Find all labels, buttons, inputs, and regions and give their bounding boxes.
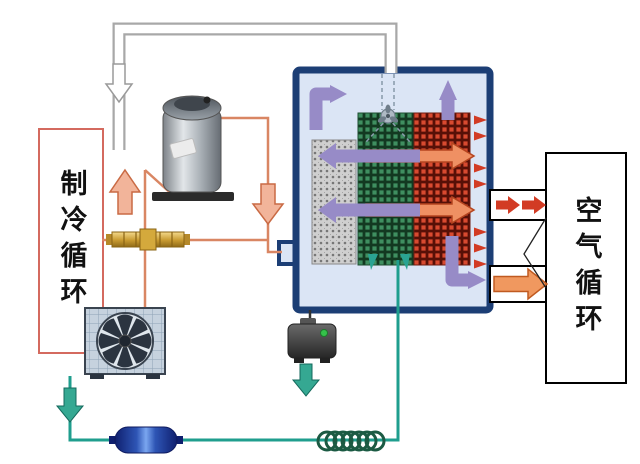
outlet-duct-upper <box>489 189 547 221</box>
outlet-duct-lower <box>489 265 549 303</box>
refrigerant-cold-pipes <box>55 254 410 442</box>
hot-up-arrow <box>108 168 142 215</box>
capillary-coil <box>316 430 386 452</box>
air-handling-unit <box>277 66 494 314</box>
airflow-arrow-topleft <box>309 87 330 130</box>
drain-arrows <box>368 254 410 270</box>
fan-foot <box>146 374 160 379</box>
return-air-duct <box>104 22 398 150</box>
evaporator-coil <box>357 112 415 266</box>
condenser-coil <box>413 112 471 266</box>
hot-air-exit-arrows <box>474 115 487 269</box>
pump-foot <box>320 358 330 363</box>
fan-blades <box>98 314 152 368</box>
pump-body <box>287 323 337 359</box>
drier-nub <box>109 436 115 444</box>
fan-hub <box>118 334 132 348</box>
valve-segments <box>123 232 173 247</box>
compressor-base <box>152 192 234 201</box>
refrigerant-hot-arrows <box>108 168 285 226</box>
drier-body <box>114 426 178 454</box>
drier-nub <box>177 436 183 444</box>
valve-end <box>106 234 114 245</box>
nozzle-blades <box>377 104 399 123</box>
airflow-arrows <box>309 80 486 289</box>
drain-pump <box>287 310 337 363</box>
airflow-arrow-left <box>318 143 420 169</box>
valve-nut <box>139 228 157 251</box>
return-air-arrow <box>104 63 134 104</box>
compressor <box>152 95 234 201</box>
airflow-arrowhead <box>330 85 347 103</box>
air-cycle-label: 空气循环 <box>571 196 602 340</box>
fan-foot <box>90 374 104 379</box>
airflow-arrow-bottomright <box>445 236 468 287</box>
airflow-arrowhead <box>439 80 457 100</box>
pump-foot <box>294 358 304 363</box>
compressor-fitting <box>203 96 211 104</box>
filter-drier <box>109 426 183 454</box>
valve-end <box>182 234 190 245</box>
compressor-label-sticker <box>169 138 197 159</box>
duct-converge-lines <box>523 217 547 289</box>
hot-down-arrow <box>251 183 285 226</box>
spray-dashed-lines <box>365 74 411 143</box>
duct-orange-arrow <box>493 267 549 301</box>
duct-red-arrows <box>496 196 546 214</box>
spray-nozzle <box>365 74 411 143</box>
air-cycle-label-box: 空气循环 <box>545 152 627 384</box>
nozzle-hub <box>386 114 390 118</box>
refrigeration-cycle-label-box: 制冷循环 <box>38 128 104 354</box>
compressor-cap <box>174 97 210 111</box>
condenser-fan-unit <box>84 307 166 379</box>
cold-arrows <box>55 363 321 423</box>
pump-down-arrow <box>291 363 321 397</box>
pump-led <box>320 329 328 337</box>
cold-down-arrow <box>55 387 85 423</box>
airflow-arrowhead <box>468 271 486 289</box>
airflow-arrow-left <box>318 197 420 223</box>
expansion-valve <box>106 228 190 251</box>
refrigeration-cycle-label: 制冷循环 <box>56 169 87 313</box>
